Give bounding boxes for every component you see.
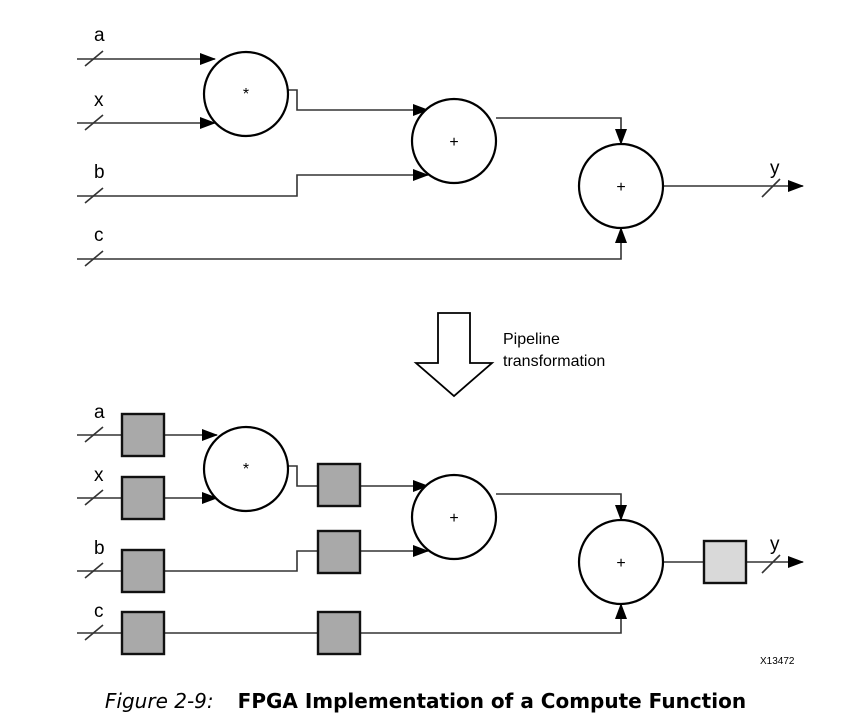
top-wire-mult-out xyxy=(288,89,429,116)
top-adder1-symbol: + xyxy=(449,134,458,151)
top-input-label-c: c xyxy=(94,225,104,246)
bottom-wire-add1-out xyxy=(496,493,627,521)
top-input-label-x: x xyxy=(94,90,104,111)
top-input-label-a: a xyxy=(94,25,105,46)
transform-label-line2: transformation xyxy=(503,353,605,370)
bottom-input-label-b: b xyxy=(94,538,105,559)
top-wire-b xyxy=(77,169,429,197)
pipeline-transformation: Pipeline transformation xyxy=(413,312,605,398)
figure-title: FPGA Implementation of a Compute Functio… xyxy=(237,689,747,713)
bottom-input-label-a: a xyxy=(94,402,105,423)
bottom-multiplier-symbol: * xyxy=(243,461,249,478)
bottom-adder2-node xyxy=(577,518,665,606)
bottom-adder1-node xyxy=(410,473,498,561)
bottom-input-label-x: x xyxy=(94,465,104,486)
register-c-stage2 xyxy=(316,610,362,656)
bottom-wire-mult-out xyxy=(288,465,318,487)
register-b xyxy=(120,548,166,594)
bottom-wire-creg-out xyxy=(360,603,627,634)
top-multiplier-symbol: * xyxy=(243,86,249,103)
top-adder1-node xyxy=(410,97,498,185)
register-c xyxy=(120,610,166,656)
bottom-wire-b-mid xyxy=(164,550,318,572)
top-wire-add1-out xyxy=(496,117,627,145)
transform-label-line1: Pipeline xyxy=(503,331,560,348)
bottom-output-label-y: y xyxy=(770,534,780,555)
top-adder2-symbol: + xyxy=(616,179,625,196)
figure-id: X13472 xyxy=(760,656,795,667)
bottom-bus-slashes xyxy=(84,426,781,641)
top-input-label-b: b xyxy=(94,162,105,183)
bottom-input-label-c: c xyxy=(94,601,104,622)
top-multiplier-node xyxy=(202,50,290,138)
bottom-diagram: a x b c y xyxy=(77,402,804,667)
bottom-adder2-symbol: + xyxy=(616,555,625,572)
register-b-stage2 xyxy=(316,529,362,575)
figure-caption: Figure 2-9: FPGA Implementation of a Comp… xyxy=(0,689,851,713)
down-arrow-icon xyxy=(413,312,495,398)
bottom-adder1-symbol: + xyxy=(449,510,458,527)
top-wire-c xyxy=(77,227,627,260)
register-a xyxy=(120,412,166,458)
top-diagram: a x b c y * + + xyxy=(77,25,804,267)
register-x xyxy=(120,475,166,521)
top-bus-slashes xyxy=(84,50,781,267)
register-mult-out xyxy=(316,462,362,508)
top-adder2-node xyxy=(577,142,665,230)
bottom-multiplier-node xyxy=(202,425,290,513)
register-output xyxy=(702,539,748,585)
figure-number: Figure 2-9: xyxy=(104,689,214,713)
top-output-label-y: y xyxy=(770,158,780,179)
